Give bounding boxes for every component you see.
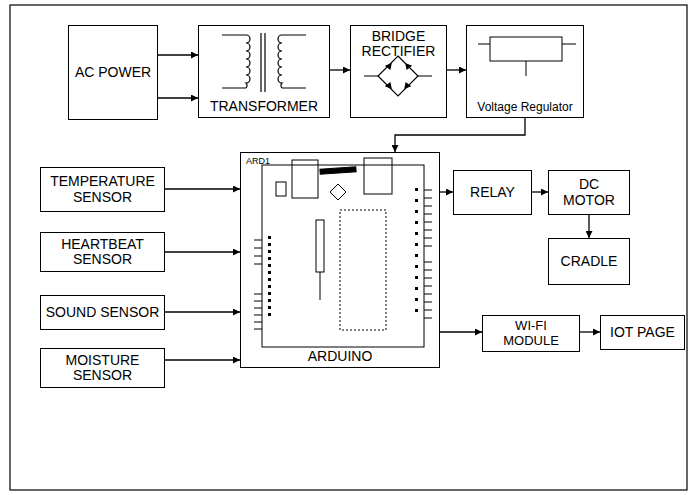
arduino-pin-rows-part <box>268 285 271 288</box>
arduino-pin-rows-part <box>415 210 418 213</box>
sensor-box: MOISTURE SENSOR <box>40 348 165 388</box>
transformer-symbol-part <box>261 33 265 92</box>
arduino-board-part <box>320 272 321 300</box>
arduino-pin-rows-part <box>268 278 271 281</box>
arrow-connector <box>165 251 240 252</box>
arrow-connector <box>395 118 525 152</box>
arduino-pin-rows-part <box>268 313 271 316</box>
arduino-board-part <box>316 220 324 272</box>
voltage-regulator-symbol-part <box>478 44 576 76</box>
arduino-board-part <box>262 165 424 347</box>
node-label: Voltage Regulator <box>477 101 572 114</box>
arduino-pin-rows-part <box>415 199 418 202</box>
arrow-connector <box>588 215 589 238</box>
arduino-pin-rows-part <box>268 250 271 253</box>
arduino-pin-rows-part <box>415 276 418 279</box>
arduino-pin-rows-part <box>415 298 418 301</box>
node-label: CRADLE <box>561 254 618 269</box>
transformer-symbol-part <box>278 35 282 88</box>
node-label: MOISTURE SENSOR <box>45 353 160 384</box>
arduino-pin-rows-part <box>415 232 418 235</box>
cradle-box: CRADLE <box>548 238 630 285</box>
arduino-pin-rows-part <box>268 292 271 295</box>
arduino-board-part <box>424 262 432 318</box>
bridge-rectifier-symbol <box>364 56 432 96</box>
arduino-board-part <box>340 210 386 330</box>
regulator-box: Voltage Regulator <box>466 25 584 118</box>
relay-box: RELAY <box>453 170 532 215</box>
arrow-connector <box>165 359 240 360</box>
node-label: AC POWER <box>75 65 151 80</box>
motor-box: DC MOTOR <box>548 170 630 215</box>
arrow-connector <box>440 331 482 332</box>
arduino-board-part <box>254 294 262 329</box>
arduino-pin-rows-part <box>415 309 418 312</box>
node-label: RELAY <box>470 185 515 200</box>
arrow-connector <box>447 69 466 70</box>
arrow-connector <box>158 97 198 98</box>
arduino-pin-rows-part <box>268 271 271 274</box>
arduino-board-part <box>364 158 392 194</box>
transformer-symbol-part <box>246 35 250 88</box>
arduino-board-part <box>424 190 432 246</box>
arduino-pin-rows-part <box>415 254 418 257</box>
arduino-pin-rows-part <box>415 287 418 290</box>
arduino-board-part <box>276 182 286 196</box>
arrow-connector <box>158 54 198 55</box>
arduino-pin-rows-part <box>268 243 271 246</box>
node-label: SOUND SENSOR <box>46 305 160 320</box>
node-label: WI-FI MODULE <box>487 319 575 348</box>
outer-frame <box>10 5 687 490</box>
iot-page-box: IOT PAGE <box>600 315 685 350</box>
sensor-box: HEARTBEAT SENSOR <box>40 232 165 272</box>
voltage-regulator-symbol <box>478 37 576 76</box>
arrow-connector <box>440 191 453 192</box>
arduino-board-part <box>254 240 262 264</box>
arrow-connector <box>532 191 548 192</box>
arduino-pin-rows-part <box>268 299 271 302</box>
transformer-box: TRANSFORMER <box>198 25 330 118</box>
bridge-rectifier-symbol-part <box>378 56 418 96</box>
arduino-pin-rows-part <box>415 265 418 268</box>
part-reference: ARD1 <box>246 157 270 166</box>
node-label: ARDUINO <box>308 349 373 364</box>
arduino-board-part <box>320 167 356 174</box>
node-label: TEMPERATURE SENSOR <box>45 174 160 205</box>
sensor-box: SOUND SENSOR <box>40 295 165 330</box>
node-label: IOT PAGE <box>610 325 675 340</box>
arduino-pin-rows-part <box>268 306 271 309</box>
arduino-pin-rows-part <box>268 257 271 260</box>
sensor-box: TEMPERATURE SENSOR <box>40 167 165 212</box>
controller-box: ARDUINO <box>240 152 440 368</box>
arduino-pin-rows-part <box>415 221 418 224</box>
arduino-pin-rows-part <box>268 264 271 267</box>
voltage-regulator-symbol-part <box>490 37 562 61</box>
power-source-box: AC POWER <box>68 25 158 120</box>
arrow-connector <box>330 69 350 70</box>
arrow-connector <box>165 188 240 189</box>
arduino-pin-rows-part <box>268 236 271 239</box>
transformer-symbol-part <box>222 35 246 88</box>
rectifier-box: BRIDGE RECTIFIER <box>350 25 447 118</box>
node-label: HEARTBEAT SENSOR <box>45 237 160 268</box>
transformer-symbol <box>222 33 306 92</box>
transformer-symbol-part <box>282 35 306 88</box>
bridge-rectifier-symbol-part <box>386 64 411 88</box>
wifi-box: WI-FI MODULE <box>482 315 580 352</box>
arduino-pin-rows-part <box>415 243 418 246</box>
arduino-board-part <box>292 160 318 198</box>
node-label: TRANSFORMER <box>210 99 318 114</box>
node-label: BRIDGE RECTIFIER <box>355 29 442 60</box>
arrow-connector <box>165 311 240 312</box>
arduino-board <box>254 158 432 347</box>
bridge-rectifier-symbol-part <box>364 75 432 76</box>
arduino-board-part <box>330 184 346 200</box>
arduino-pin-rows-part <box>415 188 418 191</box>
arduino-pin-rows <box>268 188 418 316</box>
node-label: DC MOTOR <box>553 177 625 208</box>
arrow-connector <box>580 331 600 332</box>
